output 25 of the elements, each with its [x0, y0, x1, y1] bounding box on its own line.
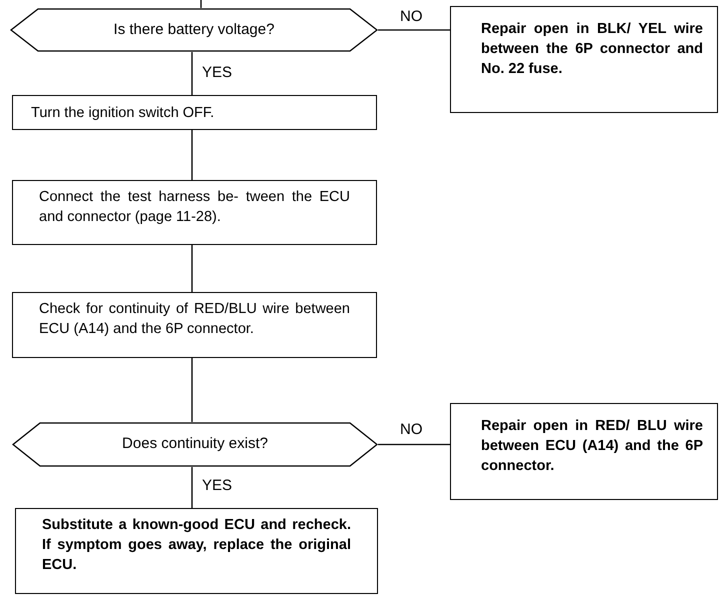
repair-box: [450, 6, 718, 113]
step-text: Repair open in RED/ BLU wire between ECU (A14) and the 6P connector.: [481, 417, 703, 476]
connector-line: [191, 130, 193, 180]
process-box: [15, 508, 378, 594]
repair-box: [450, 403, 718, 500]
edge-label: YES: [200, 65, 234, 80]
connector-line: [378, 29, 450, 31]
step-text: Connect the test harness be- tween the ECU and connector (page 11-28).: [39, 188, 350, 227]
question-text: Does continuity exist?: [122, 434, 268, 454]
process-box: [12, 292, 377, 358]
question-text: Is there battery voltage?: [114, 20, 274, 40]
connector-line: [378, 444, 450, 446]
process-box: [12, 180, 377, 245]
edge-label: YES: [200, 478, 234, 493]
edge-label: NO: [398, 9, 424, 24]
step-text: Turn the ignition switch OFF.: [31, 104, 214, 122]
connector-line: [191, 52, 193, 95]
connector-line: [191, 467, 193, 508]
step-text: Repair open in BLK/ YEL wire between the 6P connector and No. 22 fuse.: [481, 20, 703, 79]
process-box: [12, 95, 377, 130]
edge-label: NO: [398, 422, 424, 437]
connector-line: [191, 358, 193, 422]
step-text: Check for continuity of RED/BLU wire between ECU (A14) and the 6P connector.: [39, 300, 350, 339]
step-text: Substitute a known-good ECU and recheck. If symptom goes away, replace the original ECU.: [42, 516, 351, 575]
connector-line: [191, 245, 193, 292]
